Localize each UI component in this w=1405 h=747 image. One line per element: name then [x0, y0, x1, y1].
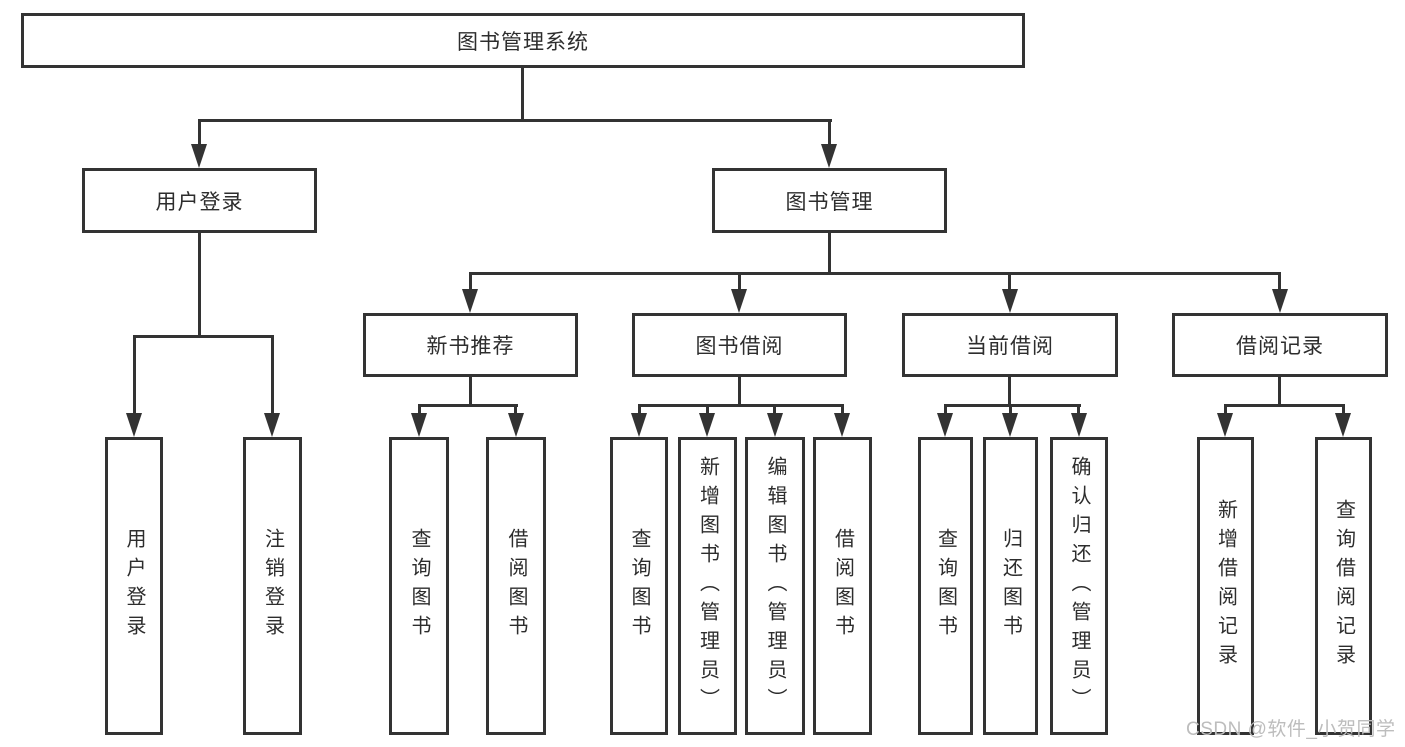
node-borrow-records: 借阅记录 [1172, 313, 1388, 377]
node-current-borrow: 当前借阅 [902, 313, 1118, 377]
edge-drop-cb-query [944, 404, 947, 418]
arrowhead-borrow-records [1272, 289, 1288, 313]
leaf-br-query-record: 查询借阅记录 [1315, 437, 1372, 735]
leaf-bb-add-book-admin: 新增图书（管理员） [678, 437, 737, 735]
arrowhead-leaf-logout [264, 413, 280, 437]
node-library-management-system: 图书管理系统 [21, 13, 1025, 68]
leaf-cb-query-book: 查询图书 [918, 437, 973, 735]
leaf-nb-borrow-book-label: 借阅图书 [505, 528, 527, 644]
edge-level3-bar [469, 272, 1281, 275]
arrowhead-cb-return [1002, 413, 1018, 437]
edge-user-login-bar [133, 335, 274, 338]
leaf-br-query-record-label: 查询借阅记录 [1332, 499, 1355, 673]
node-book-borrow: 图书借阅 [632, 313, 847, 377]
leaf-bb-query-book-label: 查询图书 [628, 528, 650, 644]
arrowhead-bb-borrow [834, 413, 850, 437]
leaf-cb-return-book: 归还图书 [983, 437, 1038, 735]
leaf-br-add-record: 新增借阅记录 [1197, 437, 1254, 735]
leaf-user-login-label: 用户登录 [123, 528, 145, 644]
leaf-cb-query-book-label: 查询图书 [934, 528, 957, 644]
leaf-bb-query-book: 查询图书 [610, 437, 668, 735]
edge-book-borrow-bar [638, 404, 843, 407]
node-book-management: 图书管理 [712, 168, 947, 233]
leaf-user-login: 用户登录 [105, 437, 163, 735]
leaf-cb-return-book-label: 归还图书 [999, 528, 1022, 644]
arrowhead-new-book [462, 289, 478, 313]
arrowhead-cb-query [937, 413, 953, 437]
edge-drop-nb-borrow [514, 404, 517, 418]
leaf-nb-query-book-label: 查询图书 [408, 528, 430, 644]
edge-level1-bar [198, 119, 832, 122]
node-new-book-recommend: 新书推荐 [363, 313, 578, 377]
edge-current-borrow-bar [944, 404, 1081, 407]
edge-drop-br-add [1224, 404, 1227, 418]
edge-drop-nb-query [418, 404, 421, 418]
arrowhead-book-borrow [731, 289, 747, 313]
leaf-nb-query-book: 查询图书 [389, 437, 449, 735]
arrowhead-leaf-user-login [126, 413, 142, 437]
csdn-watermark: CSDN @软件_小贺同学 [1186, 719, 1396, 740]
edge-current-borrow-stem [1008, 377, 1011, 406]
arrowhead-nb-query [411, 413, 427, 437]
leaf-logout-login-label: 注销登录 [261, 528, 284, 644]
arrowhead-br-add [1217, 413, 1233, 437]
edge-drop-user-login [198, 119, 201, 149]
arrowhead-bb-edit [767, 413, 783, 437]
arrowhead-current-borrow [1002, 289, 1018, 313]
arrowhead-nb-borrow [508, 413, 524, 437]
edge-root-stem [521, 66, 524, 121]
edge-drop-leaf-user-login [133, 335, 136, 417]
edge-book-management-stem [828, 233, 831, 274]
edge-borrow-records-stem [1278, 377, 1281, 406]
leaf-cb-confirm-return-admin: 确认归还（管理员） [1050, 437, 1108, 735]
edge-user-login-stem [198, 233, 201, 337]
arrowhead-user-login [191, 144, 207, 168]
leaf-bb-add-book-admin-label: 新增图书（管理员） [696, 455, 719, 717]
edge-drop-cb-confirm [1077, 404, 1080, 418]
leaf-br-add-record-label: 新增借阅记录 [1214, 499, 1237, 673]
edge-drop-new-book [469, 272, 472, 292]
arrowhead-cb-confirm [1071, 413, 1087, 437]
edge-drop-bb-borrow [841, 404, 844, 418]
edge-new-book-bar [418, 404, 518, 407]
edge-drop-current-borrow [1008, 272, 1011, 292]
node-user-login: 用户登录 [82, 168, 317, 233]
edge-drop-bb-add [706, 404, 709, 418]
leaf-logout-login: 注销登录 [243, 437, 302, 735]
edge-drop-leaf-logout [271, 335, 274, 417]
edge-new-book-stem [469, 377, 472, 406]
edge-drop-bb-query [638, 404, 641, 418]
arrowhead-br-query [1335, 413, 1351, 437]
edge-drop-bb-edit [773, 404, 776, 418]
edge-drop-cb-return [1009, 404, 1012, 418]
leaf-cb-confirm-return-admin-label: 确认归还（管理员） [1068, 455, 1090, 717]
arrowhead-book-management [821, 144, 837, 168]
edge-drop-borrow-records [1278, 272, 1281, 292]
arrowhead-bb-add [699, 413, 715, 437]
edge-drop-book-management [828, 119, 831, 149]
edge-book-borrow-stem [738, 377, 741, 406]
leaf-bb-borrow-book: 借阅图书 [813, 437, 872, 735]
leaf-nb-borrow-book: 借阅图书 [486, 437, 546, 735]
edge-drop-br-query [1342, 404, 1345, 418]
leaf-bb-edit-book-admin: 编辑图书（管理员） [745, 437, 805, 735]
edge-borrow-records-bar [1224, 404, 1345, 407]
edge-drop-book-borrow [738, 272, 741, 292]
leaf-bb-edit-book-admin-label: 编辑图书（管理员） [764, 455, 786, 717]
leaf-bb-borrow-book-label: 借阅图书 [831, 528, 854, 644]
arrowhead-bb-query [631, 413, 647, 437]
